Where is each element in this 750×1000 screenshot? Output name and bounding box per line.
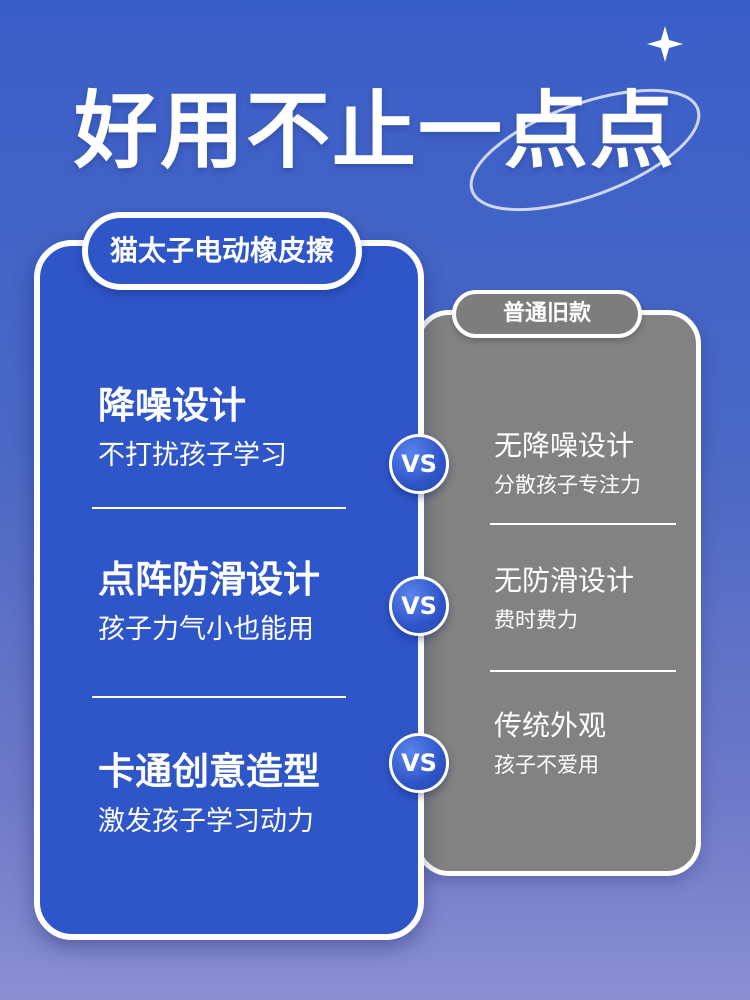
old-divider	[490, 670, 676, 672]
vs-badge: VS	[389, 576, 449, 636]
headline: 好用不止一点点	[73, 82, 676, 180]
new-feature-title: 点阵防滑设计	[98, 558, 320, 601]
old-feature-2: 无防滑设计 费时费力	[494, 563, 634, 635]
old-feature-title: 无防滑设计	[494, 564, 635, 597]
orbit-sparkle-decoration	[469, 26, 701, 212]
old-feature-3: 传统外观 孩子不爱用	[494, 708, 606, 780]
sparkle-icon	[647, 26, 683, 62]
old-feature-title: 无降噪设计	[494, 429, 635, 462]
new-feature-2: 点阵防滑设计 孩子力气小也能用	[98, 558, 320, 648]
old-feature-subtitle: 分散孩子专注力	[494, 473, 641, 497]
old-divider	[490, 523, 676, 525]
new-feature-title: 降噪设计	[98, 384, 246, 427]
old-product-card	[415, 310, 701, 876]
new-product-tab: 猫太子电动橡皮擦	[82, 212, 362, 290]
new-product-card	[34, 240, 424, 940]
vs-badge: VS	[389, 434, 449, 494]
old-feature-title: 传统外观	[494, 709, 607, 742]
new-feature-3: 卡通创意造型 激发孩子学习动力	[98, 750, 320, 840]
new-feature-subtitle: 激发孩子学习动力	[98, 806, 314, 837]
old-product-tab: 普通旧款	[452, 290, 642, 338]
new-divider	[92, 507, 346, 509]
old-feature-subtitle: 费时费力	[494, 608, 578, 632]
old-feature-subtitle: 孩子不爱用	[494, 753, 599, 777]
new-feature-1: 降噪设计 不打扰孩子学习	[98, 384, 287, 474]
new-feature-title: 卡通创意造型	[98, 750, 320, 793]
new-divider	[92, 696, 346, 698]
new-feature-subtitle: 孩子力气小也能用	[98, 614, 314, 645]
old-feature-1: 无降噪设计 分散孩子专注力	[494, 428, 641, 500]
new-feature-subtitle: 不打扰孩子学习	[98, 440, 287, 471]
vs-badge: VS	[389, 733, 449, 793]
